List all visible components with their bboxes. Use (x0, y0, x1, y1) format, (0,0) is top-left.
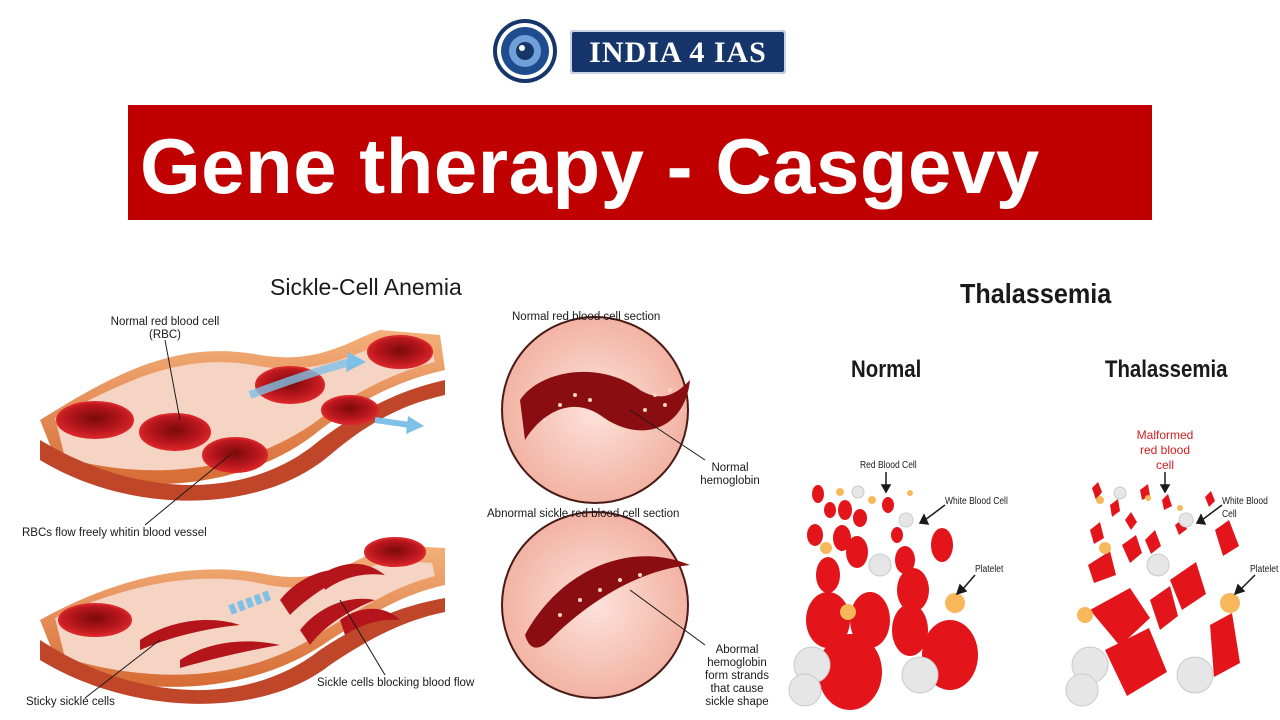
normal-hb-line1: Normal (711, 462, 749, 474)
thalassemia-blood-cells (1065, 472, 1256, 707)
normal-section (501, 316, 706, 504)
logo-text: INDIA 4 IAS (589, 36, 767, 69)
lower-sickle-cells (58, 537, 426, 668)
abnormal-hb-line2: hemoglobin (707, 657, 767, 669)
normal-column-heading: Normal (851, 356, 922, 383)
sticky-sickle-label: Sticky sickle cells (26, 696, 115, 708)
normal-rbc-label-line2: (RBC) (149, 329, 181, 341)
abnormal-hemoglobin-label: Abormal hemoglobin form strands that cau… (692, 644, 782, 709)
platelet-label-left: Platelet (975, 564, 1004, 575)
normal-rbc-label-line1: Normal red blood cell (110, 316, 220, 328)
title-banner: Gene therapy - Casgevy (128, 105, 1152, 220)
abnormal-section (501, 511, 706, 699)
platelet-label-right: Platelet (1250, 564, 1279, 575)
sickle-pointers (84, 339, 386, 699)
white-blood-cell-label-right: White Blood Cell (1222, 496, 1268, 520)
brand-logo: INDIA 4 IAS (492, 18, 792, 84)
abnormal-hb-line3: form strands (705, 670, 769, 682)
malformed-line1: Malformed (1136, 428, 1194, 442)
lower-vessel (40, 545, 445, 704)
emblem-icon (493, 19, 557, 83)
thalassemia-column-heading: Thalassemia (1105, 356, 1228, 383)
malformed-line2: red blood cell (1139, 443, 1191, 472)
abnormal-hb-line1: Abormal (715, 644, 759, 656)
red-blood-cell-label: Red Blood Cell (860, 460, 917, 471)
malformed-rbc-label: Malformed red blood cell (1130, 428, 1200, 473)
normal-section-heading: Normal red blood cell section (512, 311, 661, 323)
blocking-label: Sickle cells blocking blood flow (317, 677, 475, 689)
sickle-heading: Sickle-Cell Anemia (270, 274, 462, 300)
thalassemia-heading: Thalassemia (960, 278, 1112, 309)
white-blood-cell-label-left: White Blood Cell (945, 496, 1008, 507)
abnormal-hb-line5: sickle shape (705, 696, 769, 708)
normal-hemoglobin-label: Normal hemoglobin (690, 462, 770, 488)
logo-plate: INDIA 4 IAS (570, 30, 786, 74)
upper-rbcs (56, 335, 433, 473)
normal-blood-cells (788, 472, 978, 710)
normal-hb-line2: hemoglobin (700, 475, 760, 487)
page-title: Gene therapy - Casgevy (140, 122, 1040, 210)
abnormal-hb-line4: that cause (710, 683, 764, 695)
flow-label: RBCs flow freely whitin blood vessel (22, 527, 207, 539)
normal-rbc-label: Normal red blood cell (RBC) (80, 316, 250, 342)
abnormal-section-heading: Abnormal sickle red blood cell section (487, 508, 680, 520)
